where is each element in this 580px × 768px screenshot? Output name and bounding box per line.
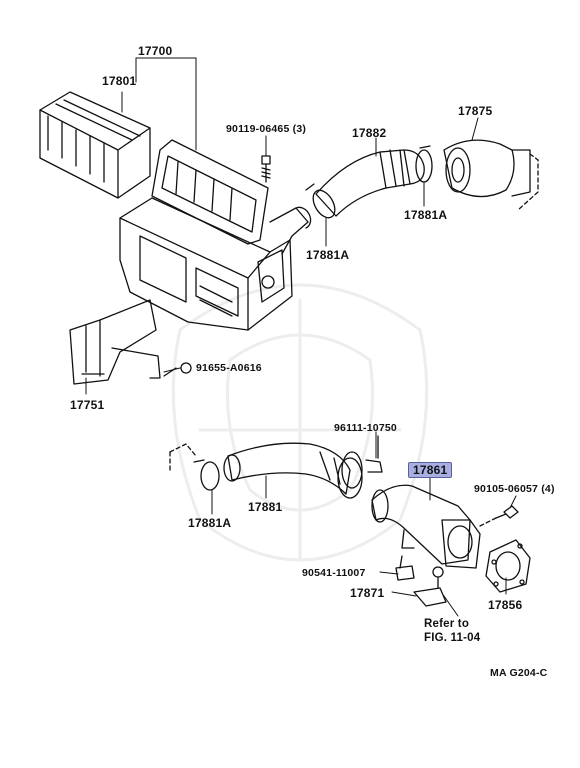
hose-17882 bbox=[315, 149, 425, 217]
clamp-17881a-low bbox=[169, 443, 220, 491]
label-17871: 17871 bbox=[350, 586, 385, 600]
intake-pipe-17861 bbox=[371, 484, 481, 569]
hose-17881 bbox=[223, 442, 363, 499]
label-17881: 17881 bbox=[248, 500, 283, 514]
label-91655-a0616: 91655-A0616 bbox=[196, 362, 262, 374]
label-96111-10750: 96111-10750 bbox=[334, 422, 397, 434]
air-cleaner-assembly-17700 bbox=[119, 139, 312, 331]
gasket-17856 bbox=[485, 539, 531, 593]
clamp-17881a-top bbox=[305, 183, 336, 219]
label-refer-fig: FIG. 11-04 bbox=[424, 632, 481, 644]
resonator-17875 bbox=[443, 139, 539, 211]
label-17881a-mid: 17881A bbox=[306, 248, 350, 262]
bolt-90119 bbox=[261, 155, 271, 183]
label-17861-highlighted[interactable]: 17861 bbox=[408, 462, 453, 478]
label-90119-06465: 90119-06465 (3) bbox=[226, 123, 307, 135]
label-refer-to: Refer to bbox=[424, 618, 470, 630]
watermark-logo bbox=[171, 283, 429, 562]
air-filter-element-17801 bbox=[39, 91, 151, 199]
clamp-96111 bbox=[341, 435, 383, 489]
bolt-90105 bbox=[479, 505, 519, 527]
inlet-duct-17751 bbox=[69, 299, 161, 385]
label-90105-06057: 90105-06057 (4) bbox=[474, 483, 555, 495]
bracket-17871 bbox=[413, 566, 447, 607]
label-17881a-low: 17881A bbox=[188, 516, 232, 530]
label-17801: 17801 bbox=[102, 74, 137, 88]
label-17881a-top: 17881A bbox=[404, 208, 448, 222]
label-90541-11007: 90541-11007 bbox=[302, 567, 366, 579]
bolt-91655 bbox=[163, 362, 192, 377]
label-17856: 17856 bbox=[488, 598, 523, 612]
label-17882: 17882 bbox=[352, 126, 387, 140]
leader-lines bbox=[85, 57, 517, 617]
label-17875: 17875 bbox=[458, 104, 493, 118]
figure-code: MA G204-C bbox=[490, 667, 548, 679]
label-17700: 17700 bbox=[138, 44, 173, 58]
grommet-90541 bbox=[395, 555, 415, 581]
label-17751: 17751 bbox=[70, 398, 105, 412]
